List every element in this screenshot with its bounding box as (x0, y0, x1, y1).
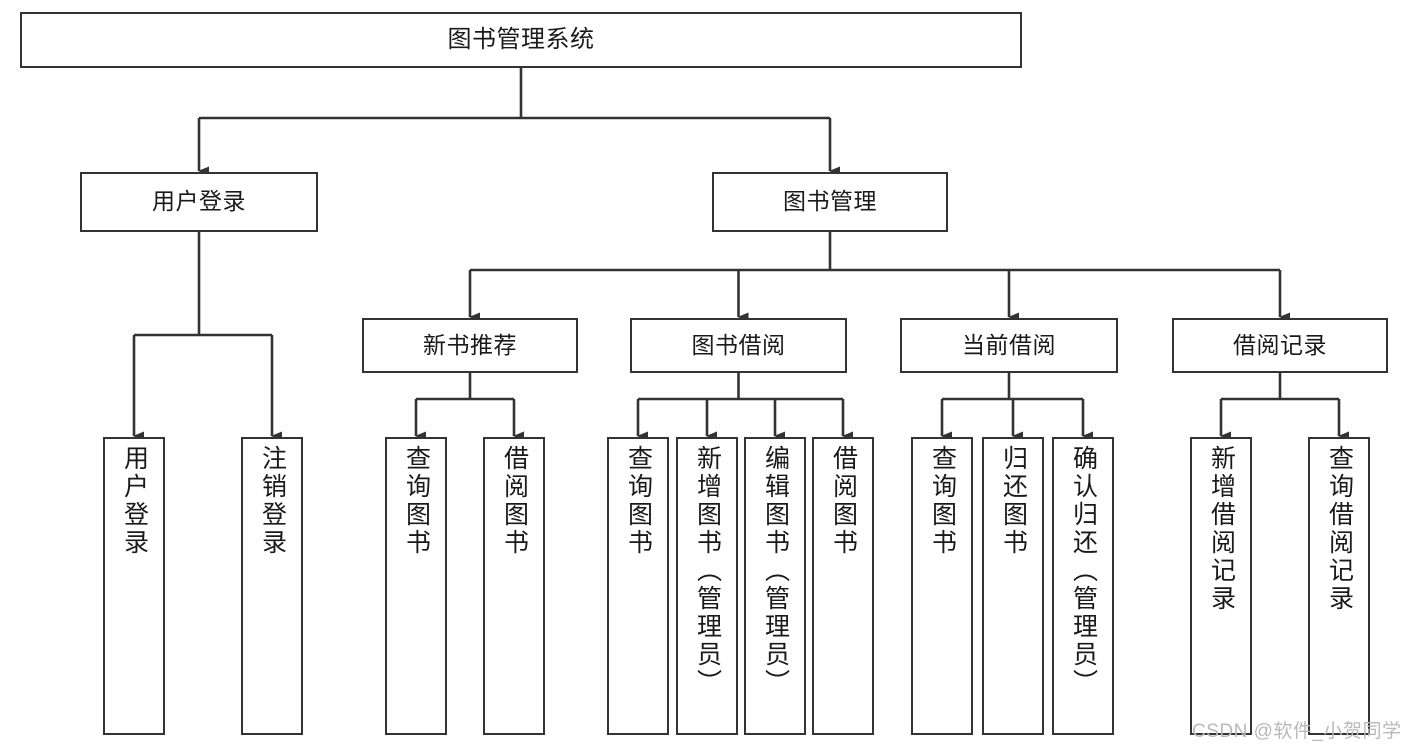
leaf-label-record-query-record: 查询借阅记录 (1325, 445, 1354, 613)
node-label-new-book-recommend: 新书推荐 (423, 331, 517, 358)
node-label-borrow-record: 借阅记录 (1233, 331, 1327, 358)
leaf-label-borrow-query-book: 查询图书 (624, 445, 653, 557)
leaf-current-return-book[interactable]: 归还图书 (982, 437, 1044, 735)
leaf-label-borrow-edit-book: 编辑图书（管理员） (761, 445, 790, 697)
node-new-book-recommend[interactable]: 新书推荐 (362, 318, 578, 373)
leaf-label-logout: 注销登录 (258, 445, 287, 557)
node-borrow-record[interactable]: 借阅记录 (1172, 318, 1388, 373)
node-book-borrow[interactable]: 图书借阅 (630, 318, 847, 373)
leaf-label-current-confirm-return: 确认归还（管理员） (1069, 445, 1098, 697)
leaf-recommend-query-book[interactable]: 查询图书 (385, 437, 447, 735)
leaf-borrow-query-book[interactable]: 查询图书 (607, 437, 669, 735)
leaf-label-current-return-book: 归还图书 (999, 445, 1028, 557)
leaf-borrow-borrow-book[interactable]: 借阅图书 (812, 437, 874, 735)
leaf-recommend-borrow-book[interactable]: 借阅图书 (483, 437, 545, 735)
leaf-user-login[interactable]: 用户登录 (103, 437, 165, 735)
leaf-record-add-record[interactable]: 新增借阅记录 (1190, 437, 1252, 735)
leaf-label-recommend-query-book: 查询图书 (402, 445, 431, 557)
leaf-current-query-book[interactable]: 查询图书 (911, 437, 973, 735)
node-label-book-manage: 图书管理 (783, 188, 877, 215)
node-label-user-login: 用户登录 (152, 188, 246, 215)
node-label-current-borrow: 当前借阅 (962, 331, 1056, 358)
watermark: CSDN @软件_小贺同学 (1192, 721, 1402, 742)
leaf-logout[interactable]: 注销登录 (241, 437, 303, 735)
leaf-label-current-query-book: 查询图书 (928, 445, 957, 557)
leaf-label-recommend-borrow-book: 借阅图书 (500, 445, 529, 557)
leaf-label-borrow-borrow-book: 借阅图书 (829, 445, 858, 557)
node-root[interactable]: 图书管理系统 (20, 12, 1022, 68)
node-user-login[interactable]: 用户登录 (80, 172, 318, 232)
leaf-record-query-record[interactable]: 查询借阅记录 (1308, 437, 1370, 735)
leaf-label-borrow-add-book: 新增图书（管理员） (693, 445, 722, 697)
leaf-label-record-add-record: 新增借阅记录 (1207, 445, 1236, 613)
node-book-manage[interactable]: 图书管理 (712, 172, 948, 232)
leaf-borrow-edit-book[interactable]: 编辑图书（管理员） (744, 437, 806, 735)
node-label-root: 图书管理系统 (447, 25, 595, 53)
leaf-borrow-add-book[interactable]: 新增图书（管理员） (676, 437, 738, 735)
leaf-current-confirm-return[interactable]: 确认归还（管理员） (1052, 437, 1114, 735)
leaf-label-user-login: 用户登录 (120, 445, 149, 557)
node-current-borrow[interactable]: 当前借阅 (900, 318, 1118, 373)
node-label-book-borrow: 图书借阅 (691, 331, 786, 358)
